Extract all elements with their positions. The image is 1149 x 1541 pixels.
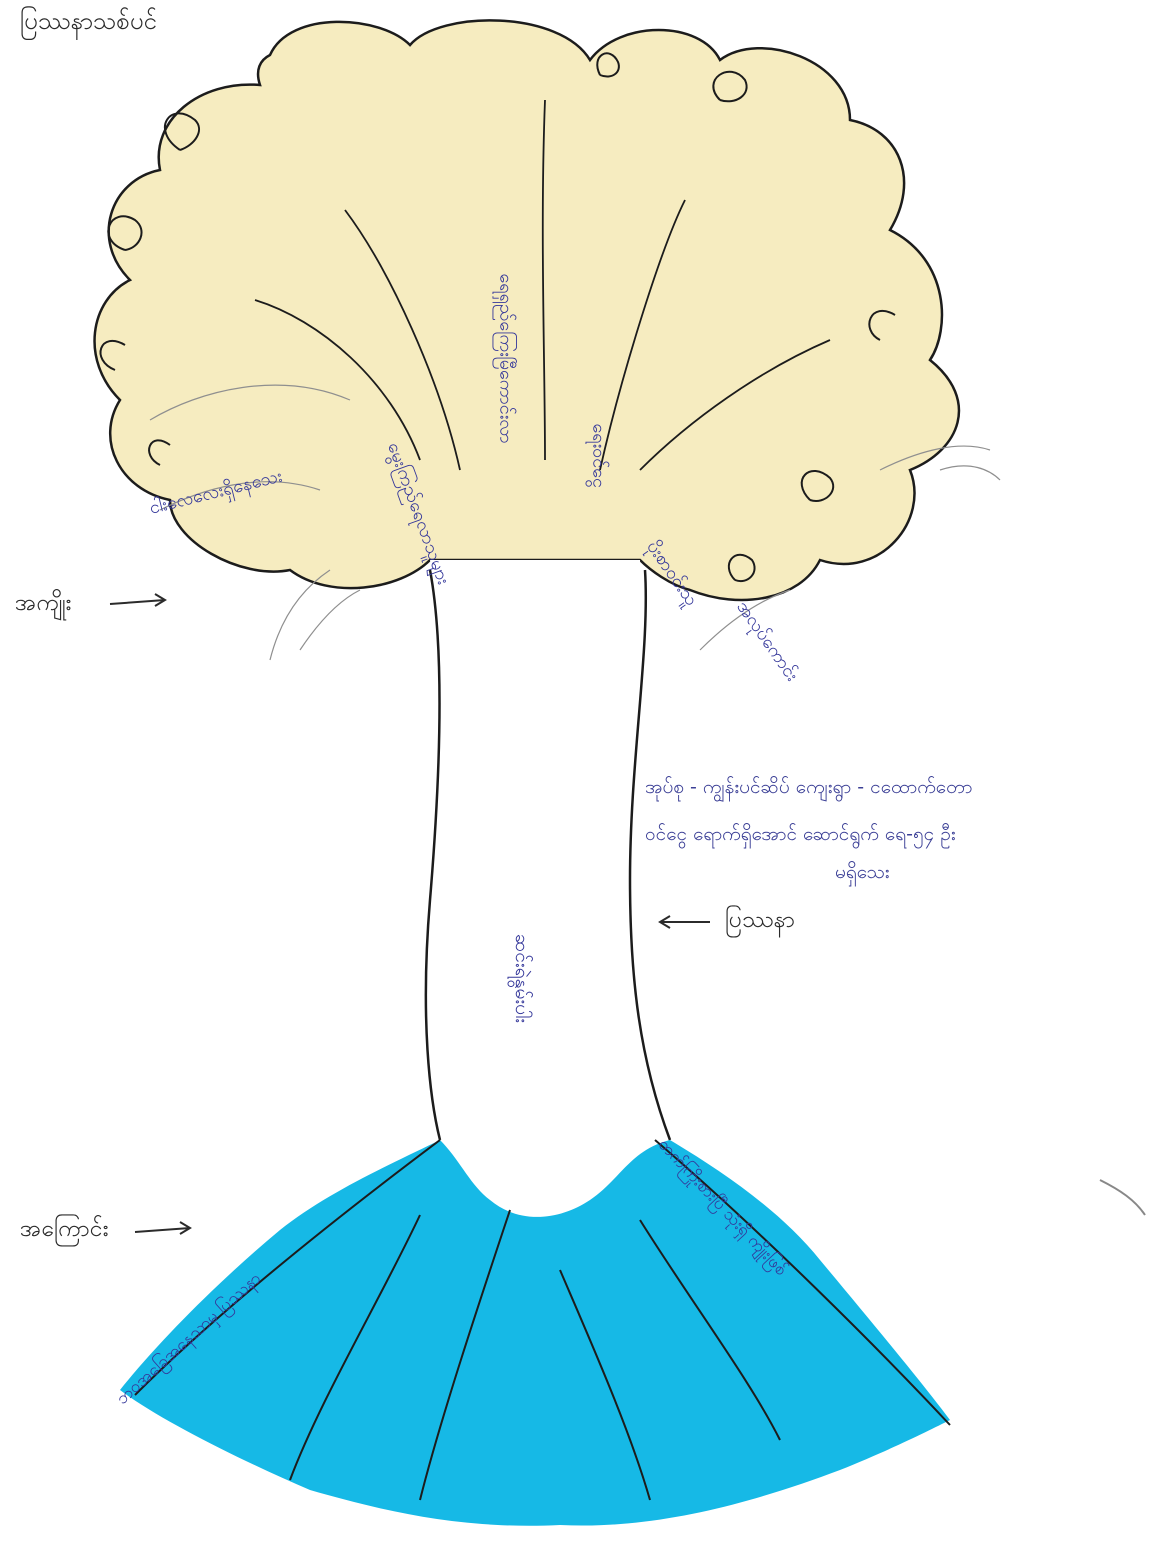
arrow-leaves-icon	[110, 600, 165, 604]
problem-note-line-1: အုပ်စု - ကျွန်းပင်ဆိပ် ကျေးရွာ - ငထောက်တ…	[645, 775, 972, 803]
roots-label: အကြောင်း	[20, 1214, 108, 1248]
branch-label: ရေးဝင်ငွေ	[585, 424, 612, 489]
leaves-label: အကျိုး	[15, 588, 71, 622]
arrow-roots-icon	[135, 1228, 190, 1232]
page-title: ပြဿနာသစ်ပင်	[20, 5, 157, 41]
canopy	[95, 20, 959, 600]
trunk-label: ပြဿနာ	[725, 905, 795, 939]
problem-note-line-2: ဝင်ငွေ ရောက်ရှိအောင် ဆောင်ရွက် ရေ-၅၄ ဦး	[645, 822, 956, 850]
branch-label: ရေရှည်ကြေးမြီကောင်းလာ	[492, 274, 519, 444]
trunk-text: ဆင်းရဲနွမ်းပါး	[506, 934, 534, 1023]
problem-note-line-3: မရှိသေး	[835, 860, 890, 888]
roots	[120, 1140, 950, 1526]
trunk	[426, 560, 670, 1140]
